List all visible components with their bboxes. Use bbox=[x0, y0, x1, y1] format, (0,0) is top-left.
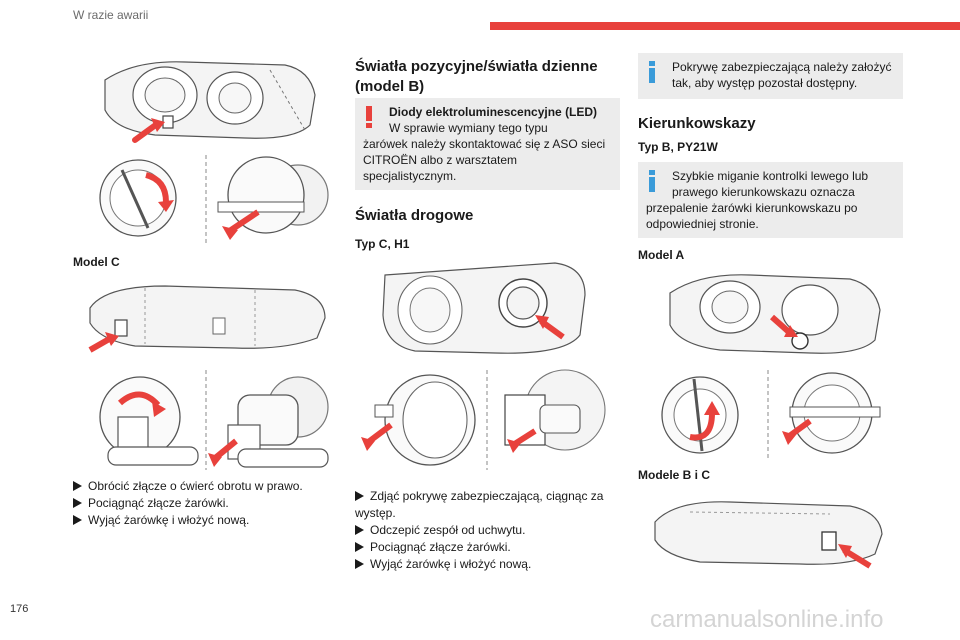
info-icon bbox=[649, 170, 655, 192]
headlamp-connector-diagram bbox=[95, 50, 325, 145]
info-box-cover: Pokrywę zabezpieczającą należy założyć t… bbox=[638, 53, 903, 99]
header-accent-bar bbox=[490, 22, 960, 30]
col1-steps-list: Obrócić złącze o ćwierć obrotu w prawo. … bbox=[73, 478, 335, 529]
triangle-bullet-icon bbox=[73, 481, 82, 491]
connector-rotate-diagram bbox=[88, 365, 333, 475]
warning-text-first: W sprawie wymiany tego typu bbox=[389, 121, 548, 135]
cover-removal-diagram bbox=[355, 365, 620, 475]
indicator-cap-rotate-diagram bbox=[650, 365, 895, 465]
col2-steps-list: Zdjąć pokrywę zabezpieczającą, ciągnąc z… bbox=[355, 488, 620, 573]
info2-text-first: Szybkie miganie kontrolki lewego lub pra… bbox=[672, 169, 869, 199]
caption-model-c: Model C bbox=[73, 255, 120, 269]
section-title-high-beam: Światła drogowe bbox=[355, 207, 474, 224]
headlamp-indicator-diagram bbox=[660, 265, 890, 360]
watermark: carmanualsonline.info bbox=[650, 606, 884, 633]
caption-model-bc: Modele B i C bbox=[638, 468, 711, 482]
exclamation-icon bbox=[366, 106, 372, 128]
info-icon bbox=[649, 61, 655, 83]
list-item: Odczepić zespół od uchwytu. bbox=[355, 522, 620, 539]
section-title-led: Światła pozycyjne/światła dzienne (model… bbox=[355, 58, 598, 95]
info-box-indicator: Szybkie miganie kontrolki lewego lub pra… bbox=[638, 162, 903, 238]
info1-text-first: Pokrywę zabezpieczającą należy założyć bbox=[672, 60, 892, 74]
header-title: W razie awarii bbox=[73, 8, 149, 22]
list-item: Obrócić złącze o ćwierć obrotu w prawo. bbox=[73, 478, 335, 495]
list-item: Wyjąć żarówkę i włożyć nową. bbox=[73, 512, 335, 529]
triangle-bullet-icon bbox=[355, 542, 364, 552]
triangle-bullet-icon bbox=[355, 491, 364, 501]
list-item: Pociągnąć złącze żarówki. bbox=[355, 539, 620, 556]
sub-title-type-c: Typ C, H1 bbox=[355, 237, 410, 251]
warning-title: Diody elektroluminescencyjne (LED) bbox=[389, 105, 598, 119]
warning-box-led: Diody elektroluminescencyjne (LED) W spr… bbox=[355, 98, 620, 190]
info1-text-rest: tak, aby występ pozostał dostępny. bbox=[672, 76, 858, 90]
headlamp-rear-diagram bbox=[85, 278, 330, 358]
headlamp-cover-diagram bbox=[375, 255, 595, 360]
warning-text-rest: żarówek należy skontaktować się z ASO si… bbox=[363, 137, 606, 183]
triangle-bullet-icon bbox=[73, 515, 82, 525]
list-item: Pociągnąć złącze żarówki. bbox=[73, 495, 335, 512]
list-item: Zdjąć pokrywę zabezpieczającą, ciągnąc z… bbox=[355, 489, 604, 520]
info2-text-rest: przepalenie żarówki kierunkowskazu po od… bbox=[646, 201, 858, 231]
bulb-cap-rotate-diagram bbox=[88, 150, 333, 250]
triangle-bullet-icon bbox=[355, 559, 364, 569]
list-item: Wyjąć żarówkę i włożyć nową. bbox=[355, 556, 620, 573]
headlamp-indicator-bc-diagram bbox=[650, 492, 890, 572]
sub-title-type-b: Typ B, PY21W bbox=[638, 140, 718, 154]
caption-model-a: Model A bbox=[638, 248, 685, 262]
triangle-bullet-icon bbox=[73, 498, 82, 508]
page-number: 176 bbox=[10, 603, 29, 615]
section-title-indicators: Kierunkowskazy bbox=[638, 115, 756, 132]
triangle-bullet-icon bbox=[355, 525, 364, 535]
